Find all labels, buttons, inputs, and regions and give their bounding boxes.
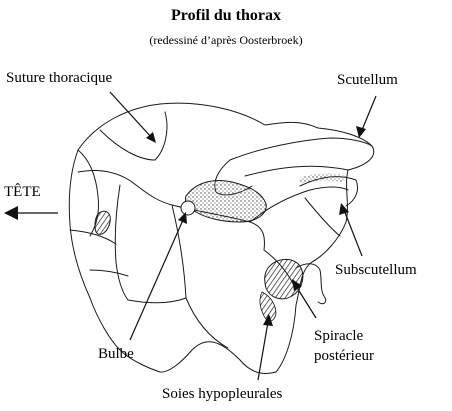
scutellum-arrowhead: [356, 126, 366, 138]
label-spiracle-line1: Spiracle: [314, 328, 363, 344]
label-suture-thoracique: Suture thoracique: [6, 70, 113, 86]
diagram-title: Profil du thorax: [171, 7, 281, 24]
label-soies-hypopleurales: Soies hypopleurales: [162, 386, 283, 402]
spiracle-leader: [296, 286, 316, 318]
scutellum-leader: [362, 96, 376, 130]
tete-arrowhead: [4, 206, 18, 220]
diagram-subtitle: (redessiné d’après Oosterbroek): [149, 33, 302, 47]
bulb-knob: [181, 201, 195, 215]
subscutellum-leader: [344, 210, 362, 256]
label-bulbe: Bulbe: [98, 346, 134, 362]
label-tete: TÊTE: [4, 183, 41, 200]
label-spiracle-line2: postérieur: [314, 348, 374, 364]
label-subscutellum: Subscutellum: [335, 262, 417, 278]
label-scutellum: Scutellum: [337, 72, 398, 88]
